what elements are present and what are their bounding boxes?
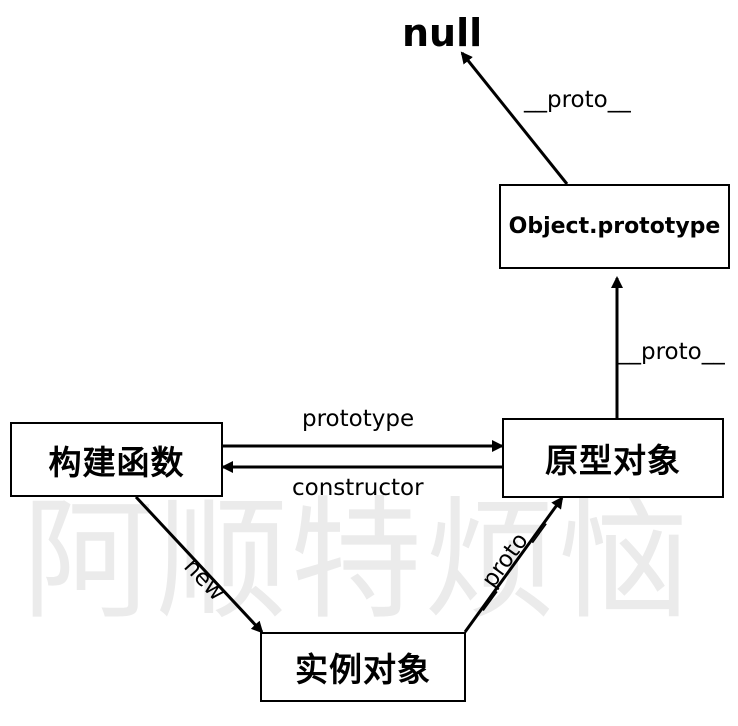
label-proto-to-null: __proto__ xyxy=(524,87,631,113)
arrow-object-prototype-to-null xyxy=(460,51,569,185)
arrow-new xyxy=(134,495,264,634)
constructor-function-node: 构建函数 xyxy=(10,422,223,497)
instance-object-node: 实例对象 xyxy=(260,632,466,702)
object-prototype-node: Object.prototype xyxy=(499,184,730,269)
label-prototype: prototype xyxy=(302,406,415,432)
label-constructor: constructor xyxy=(292,475,424,501)
watermark-text: 阿顺特烦恼 xyxy=(22,484,692,638)
label-proto-to-object-prototype: __proto__ xyxy=(618,339,725,365)
prototype-object-node: 原型对象 xyxy=(502,418,724,498)
null-node: null xyxy=(402,11,483,55)
arrow-instance-proto xyxy=(463,496,564,633)
